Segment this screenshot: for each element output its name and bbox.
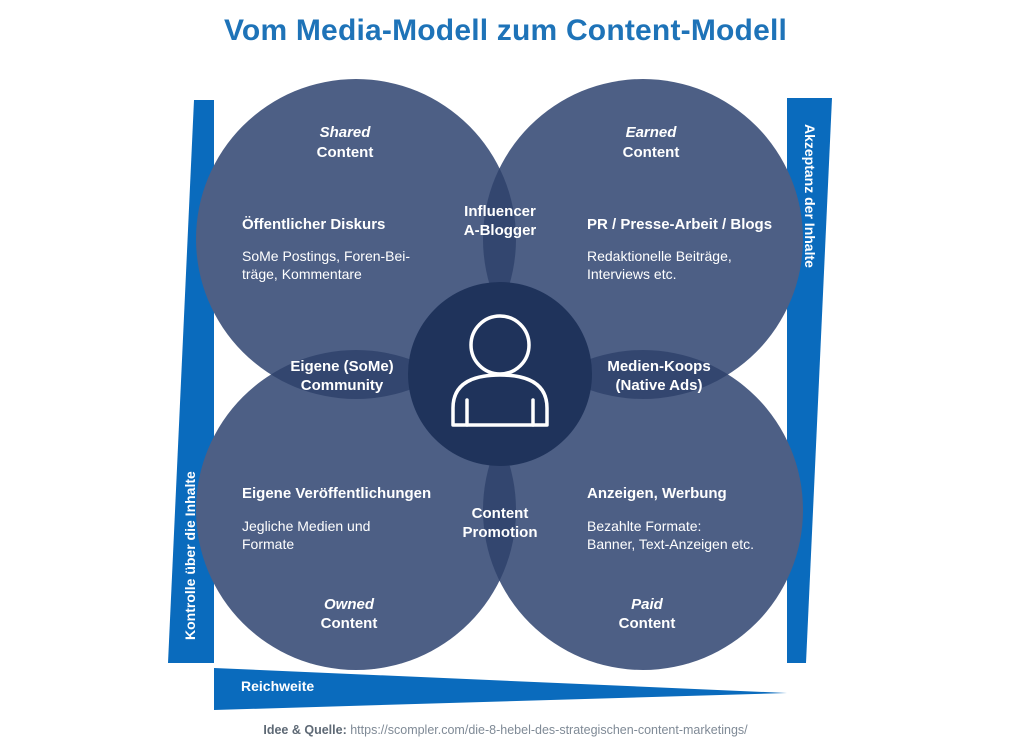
axis-bottom-label: Reichweite	[241, 678, 314, 694]
overlap-left-line2: Community	[301, 377, 384, 394]
page-title: Vom Media-Modell zum Content-Modell	[223, 14, 788, 47]
earned-name-line2: Content	[623, 144, 680, 161]
axis-right-label: Akzeptanz der Inhalte	[802, 124, 818, 268]
owned-body-line1: Jegliche Medien und	[242, 518, 370, 534]
source-url[interactable]: https://scompler.com/die-8-hebel-des-str…	[350, 723, 748, 737]
paid-body-line1: Bezahlte Formate:	[587, 518, 701, 534]
overlap-right-line2: (Native Ads)	[616, 377, 703, 394]
paid-name-line1: Paid	[631, 596, 664, 613]
source-line: Idee & Quelle: https://scompler.com/die-…	[0, 723, 1011, 737]
paid-body-line2: Banner, Text-Anzeigen etc.	[587, 536, 754, 552]
owned-body-line2: Formate	[242, 536, 294, 552]
owned-name-line1: Owned	[324, 596, 375, 613]
person-icon	[451, 314, 549, 427]
overlap-top-line1: Influencer	[464, 203, 536, 220]
earned-name-line1: Earned	[626, 124, 678, 141]
paid-name-line2: Content	[619, 615, 676, 632]
overlap-left-line1: Eigene (SoMe)	[290, 358, 393, 375]
source-label: Idee & Quelle:	[263, 723, 347, 737]
shared-name-line1: Shared	[320, 124, 372, 141]
shared-body-line2: träge, Kommentare	[242, 266, 362, 282]
shared-heading: Öffentlicher Diskurs	[242, 216, 385, 233]
paid-heading: Anzeigen, Werbung	[587, 485, 727, 502]
overlap-bottom-line1: Content	[472, 505, 529, 522]
earned-body-line2: Interviews etc.	[587, 266, 676, 282]
circles	[196, 79, 803, 670]
earned-heading: PR / Presse-Arbeit / Blogs	[587, 216, 772, 233]
axis-left-label: Kontrolle über die Inhalte	[182, 471, 198, 640]
reach-wedge	[214, 668, 787, 710]
shared-name-line2: Content	[317, 144, 374, 161]
shared-body-line1: SoMe Postings, Foren-Bei-	[242, 248, 410, 264]
earned-body-line1: Redaktionelle Beiträge,	[587, 248, 732, 264]
owned-name-line2: Content	[321, 615, 378, 632]
overlap-bottom-line2: Promotion	[463, 524, 538, 541]
owned-heading: Eigene Veröffentlichungen	[242, 485, 431, 502]
overlap-top-line2: A-Blogger	[464, 222, 537, 239]
overlap-right-line1: Medien-Koops	[607, 358, 710, 375]
